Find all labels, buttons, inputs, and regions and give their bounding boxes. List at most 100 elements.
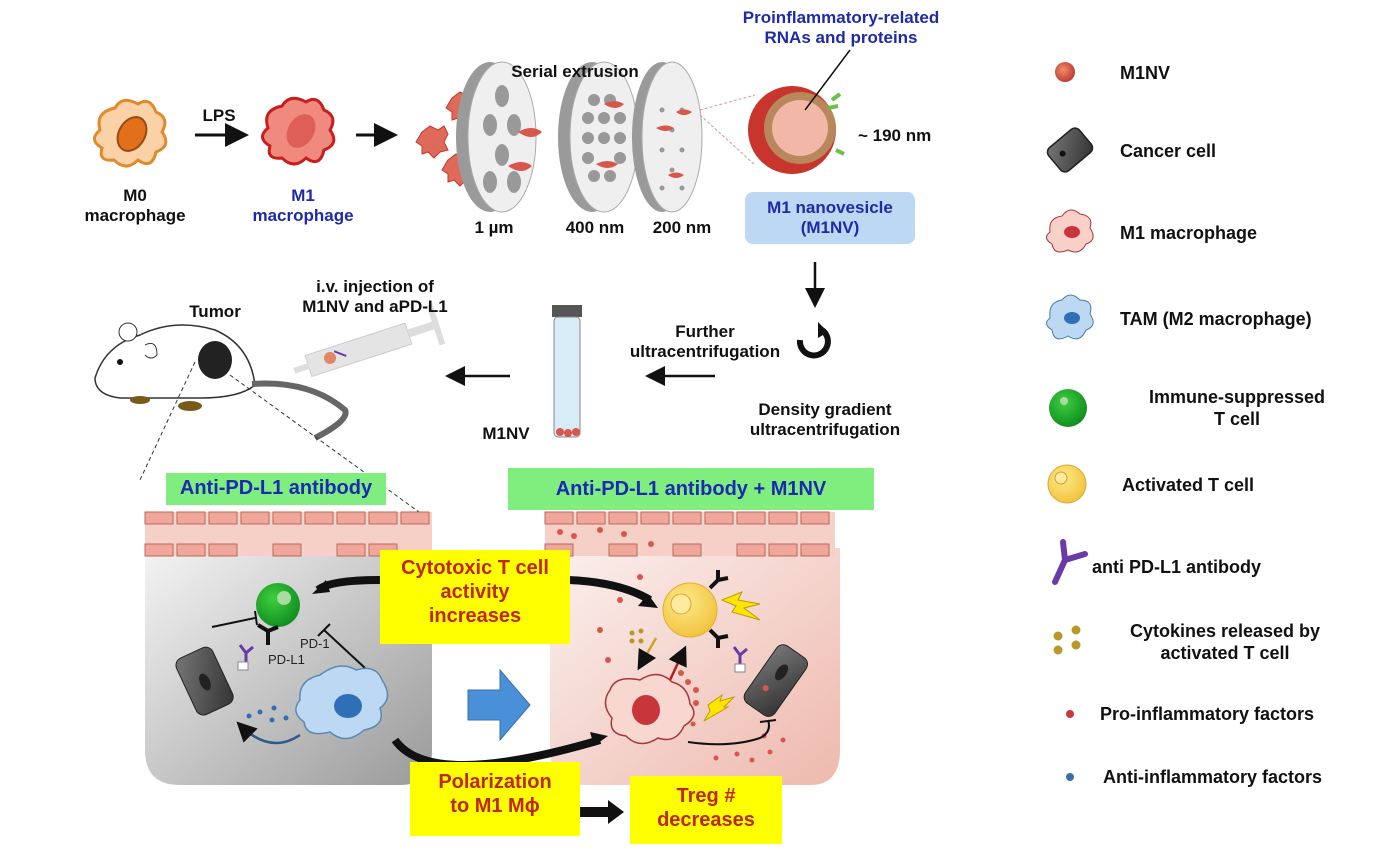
legend-cytokines-line1: Cytokines released by [1129, 621, 1321, 641]
legend-activated-t-cell-icon [1047, 464, 1087, 504]
annotation-pointer [804, 49, 851, 111]
proinflammatory-line1: Proinflammatory-related [742, 8, 940, 27]
filter-label-1um: 1 µm [474, 218, 514, 237]
proinflammatory-line2: RNAs and proteins [764, 28, 918, 47]
filter-400nm-icon [558, 61, 639, 213]
density-gradient-label: Density gradient ultracentrifugation [730, 400, 920, 440]
centrifuge-rotate-icon [796, 327, 831, 359]
legend-item-anti-inflammatory: Anti-inflammatory factors [1103, 767, 1323, 787]
injection-line2: M1NV and aPD-L1 [302, 297, 448, 316]
curved-arrow-to-yellow-cell [567, 576, 653, 604]
m1nv-box-line1: M1 nanovesicle [767, 198, 893, 217]
legend-item-m1-macrophage: M1 macrophage [1120, 223, 1258, 243]
cytotoxic-line2: activity [440, 581, 510, 603]
legend-m1nv-icon [1055, 62, 1075, 82]
zoom-line-bottom [699, 114, 756, 166]
zoom-line-mouse-left [139, 361, 196, 481]
legend-item-tam: TAM (M2 macrophage) [1120, 309, 1312, 329]
proinflammatory-label: Proinflammatory-related RNAs and protein… [722, 8, 960, 48]
further-line2: ultracentrifugation [629, 342, 781, 361]
lightning-icon-2 [703, 693, 736, 722]
legend-anti-inflammatory-icon [1066, 773, 1074, 781]
legend-cancer-cell-icon [1046, 127, 1094, 173]
legend-pro-inflammatory-icon [1066, 710, 1074, 718]
legend-tam-icon [1046, 294, 1094, 340]
legend-item-cytokines: Cytokines released by activated T cell [1100, 620, 1350, 664]
injection-label: i.v. injection of M1NV and aPD-L1 [295, 277, 455, 317]
legend-cytokines-icon [1053, 625, 1081, 655]
pdl1-label: PD-L1 [268, 652, 305, 667]
syringe-icon [293, 303, 446, 378]
legend-immune-suppressed-t-cell-icon [1049, 389, 1087, 427]
pd1-label: PD-1 [300, 636, 330, 651]
m1nv-box-bg [745, 192, 915, 244]
treg-line1: Treg # [676, 785, 736, 807]
further-line1: Further [675, 322, 735, 341]
polarization-line2: to M1 Mϕ [450, 795, 540, 817]
anti-pdl1-antibody [238, 644, 254, 663]
legend-antibody-icon [1052, 539, 1088, 585]
activated-t-cell [662, 582, 718, 638]
treg-callout: Treg # decreases [630, 776, 782, 844]
pd1-receptor [256, 623, 279, 645]
m1-label-line2: macrophage [252, 206, 354, 225]
legend-icons [1046, 62, 1094, 781]
filter-1um-icon [456, 61, 542, 213]
polarization-to-treg-arrow [578, 800, 624, 824]
transition-arrow [467, 668, 531, 742]
left-panel-header: Anti-PD-L1 antibody [166, 473, 386, 505]
polarization-line1: Polarization [438, 771, 552, 793]
legend-item-m1nv: M1NV [1120, 63, 1171, 83]
further-ultracentrifugation-label: Further ultracentrifugation [620, 322, 790, 362]
immune-suppressed-t-cell [256, 583, 300, 627]
cytotoxic-line3: increases [428, 605, 522, 627]
lightning-icon-1 [720, 591, 761, 621]
cytokine-arrow [637, 637, 658, 671]
cytotoxic-line1: Cytotoxic T cell [401, 557, 549, 579]
right-tissue-panel [544, 511, 840, 785]
polarization-callout: Polarization to M1 Mϕ [410, 762, 580, 836]
zoom-line-mouse-right [229, 374, 431, 521]
density-line2: ultracentrifugation [749, 420, 901, 439]
zoom-line-top [699, 94, 756, 111]
m1-label: M1 macrophage [238, 186, 368, 226]
tumor-label: Tumor [189, 302, 241, 321]
left-tissue-panel [144, 511, 432, 785]
injection-line1: i.v. injection of [316, 277, 434, 296]
m1-macrophage-icon [261, 96, 336, 166]
m1-label-line1: M1 [291, 186, 315, 205]
tube-label: M1NV [482, 424, 530, 443]
serial-extrusion-label: Serial extrusion [511, 62, 639, 81]
filter-label-200nm: 200 nm [652, 218, 712, 237]
m1nv-box-line2: (M1NV) [800, 218, 860, 237]
legend-m1-macrophage-icon [1046, 209, 1094, 253]
m0-macrophage-icon [93, 98, 168, 168]
density-line1: Density gradient [758, 400, 892, 419]
filter-label-400nm: 400 nm [565, 218, 625, 237]
legend-item-cancer-cell: Cancer cell [1120, 141, 1217, 161]
legend-item-immune-suppressed-t-cell: Immune-suppressed T cell [1122, 386, 1352, 430]
anti-inflammatory-arrow [236, 721, 301, 745]
filter-200nm-icon [632, 61, 703, 213]
proinflammatory-arrow [668, 645, 687, 681]
treg-line2: decreases [657, 809, 755, 831]
cancer-cell-right [743, 644, 808, 717]
nanovesicle-cross-section-icon [748, 86, 845, 174]
m0-label-line1: M0 [123, 186, 147, 205]
mouse-icon [94, 322, 349, 441]
legend-cytokines-line2: activated T cell [1160, 643, 1290, 663]
legend-immune-line1: Immune-suppressed [1148, 387, 1326, 407]
size-label: ~ 190 nm [858, 126, 932, 145]
cancer-cell-left [175, 646, 234, 716]
right-panel-header: Anti-PD-L1 antibody + M1NV [508, 468, 874, 510]
centrifuge-tube-icon [552, 305, 582, 438]
m1nv-box-label: M1 nanovesicle (M1NV) [745, 198, 915, 238]
m0-label-line2: macrophage [84, 206, 186, 225]
legend-item-pro-inflammatory: Pro-inflammatory factors [1100, 704, 1315, 724]
m0-label: M0 macrophage [70, 186, 200, 226]
cytotoxic-callout: Cytotoxic T cell activity increases [380, 550, 570, 644]
legend-item-activated-t-cell: Activated T cell [1122, 475, 1255, 495]
inhibition-line-cancer [211, 617, 256, 628]
legend-immune-line2: T cell [1213, 409, 1261, 429]
